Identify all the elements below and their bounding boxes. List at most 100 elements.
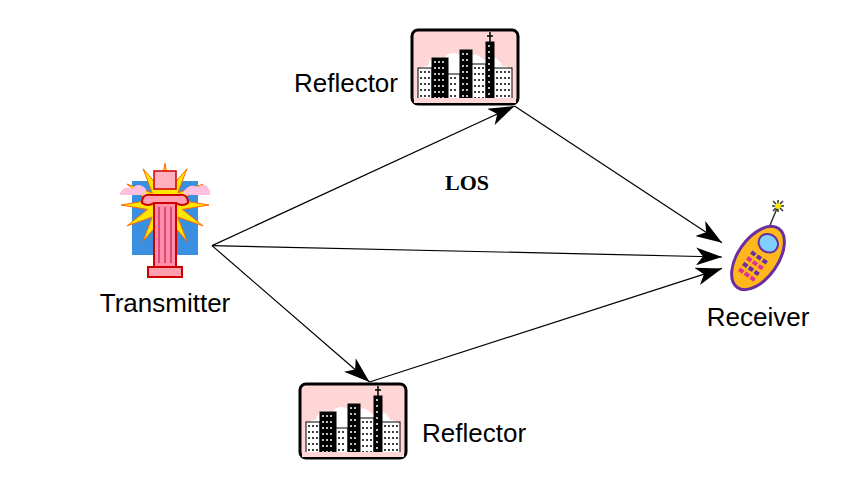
window-row [434, 85, 446, 87]
building [448, 74, 460, 102]
city-icon [298, 382, 408, 460]
window-row [488, 93, 492, 95]
flute [170, 207, 172, 263]
window-row [420, 95, 430, 97]
window-row [362, 421, 372, 423]
path-label: LOS [442, 170, 492, 196]
key [752, 260, 758, 266]
window-row [450, 95, 458, 97]
window-row [350, 431, 358, 433]
window-row [362, 433, 372, 435]
frame [300, 384, 406, 458]
spire [375, 386, 381, 396]
window-row [350, 425, 358, 427]
building [494, 68, 512, 102]
key [744, 272, 750, 278]
window-row [420, 77, 430, 79]
window-row [376, 405, 380, 407]
key [742, 262, 748, 268]
window-row [338, 437, 346, 439]
window-row [362, 427, 372, 429]
window-row [474, 67, 484, 69]
key [756, 254, 762, 260]
window-row [338, 431, 346, 433]
building [460, 50, 472, 102]
base [148, 267, 182, 277]
window-row [420, 83, 430, 85]
node-label: Reflector [294, 69, 398, 98]
window-row [308, 425, 318, 427]
window-row [384, 443, 398, 445]
window-row [488, 57, 492, 59]
flute [164, 207, 166, 263]
window-row [462, 65, 470, 67]
window-row [496, 83, 510, 85]
window-row [376, 417, 380, 419]
flute [158, 207, 160, 263]
building [348, 404, 360, 456]
building [432, 58, 448, 102]
signal-path [212, 246, 370, 382]
window-row [384, 437, 398, 439]
window-row [322, 433, 334, 435]
window-row [350, 437, 358, 439]
key [758, 264, 764, 270]
window-row [308, 437, 318, 439]
window-row [362, 445, 372, 447]
window-row [434, 73, 446, 75]
window-row [308, 443, 318, 445]
window-row [308, 449, 318, 451]
window-row [384, 425, 398, 427]
tower-icon [118, 163, 212, 281]
window-row [488, 69, 492, 71]
window-row [496, 71, 510, 73]
window-row [462, 59, 470, 61]
window-row [362, 439, 372, 441]
window-row [474, 91, 484, 93]
building [320, 412, 336, 456]
window-row [376, 429, 380, 431]
window-row [488, 63, 492, 65]
window-row [462, 95, 470, 97]
window-row [338, 443, 346, 445]
window-row [462, 83, 470, 85]
window-row [488, 51, 492, 53]
building [418, 68, 432, 102]
building [374, 396, 382, 456]
tower-top [154, 171, 176, 189]
phone-icon [722, 200, 794, 295]
window-row [350, 413, 358, 415]
key [750, 250, 756, 256]
window-row [376, 441, 380, 443]
window-row [322, 439, 334, 441]
window-row [496, 77, 510, 79]
window-row [350, 443, 358, 445]
spark [775, 203, 781, 209]
building [336, 428, 348, 456]
city-icon [410, 28, 520, 106]
window-row [496, 89, 510, 91]
window-row [462, 71, 470, 73]
key [746, 256, 752, 262]
window-row [488, 75, 492, 77]
reflector-node: Reflector [298, 382, 408, 460]
signal-path [212, 246, 722, 257]
spire [487, 32, 493, 42]
signal-path [515, 106, 723, 243]
window-row [420, 89, 430, 91]
ground [414, 98, 516, 103]
building [382, 422, 400, 456]
window-row [322, 427, 334, 429]
window-row [434, 91, 446, 93]
reflector-node: Reflector [410, 28, 520, 106]
receiver-node: Receiver [722, 200, 794, 295]
building [472, 64, 486, 102]
column [154, 203, 176, 267]
key [762, 258, 768, 264]
node-label: Receiver [707, 303, 810, 332]
window-row [450, 77, 458, 79]
window-row [350, 419, 358, 421]
ground [302, 452, 404, 457]
window-row [420, 71, 430, 73]
